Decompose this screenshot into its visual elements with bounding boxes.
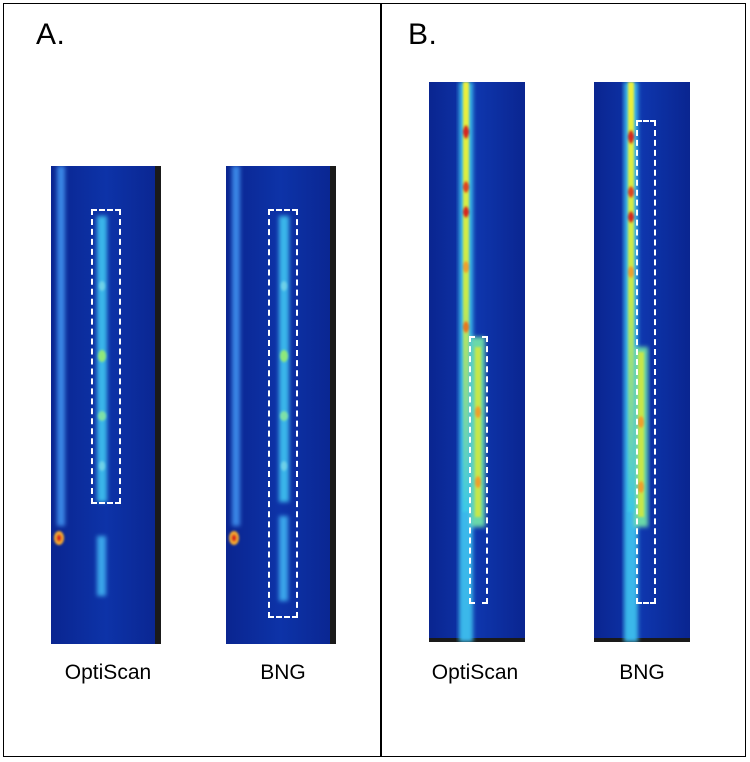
- panel-divider: [380, 3, 382, 757]
- panel-b-bng-image: [594, 82, 690, 642]
- panel-a-bng-highlight-box: [268, 209, 298, 618]
- panel-b-bng-highlight-box: [636, 120, 656, 604]
- panel-b-optiscan-highlight-box: [469, 336, 488, 604]
- panel-b-optiscan-image: [429, 82, 525, 642]
- panel-a-optiscan-caption: OptiScan: [64, 661, 152, 684]
- figure-frame: [3, 3, 746, 757]
- panel-b-optiscan-caption: OptiScan: [431, 661, 519, 684]
- panel-b-label: B.: [408, 18, 438, 51]
- panel-b-bng-caption: BNG: [619, 661, 665, 684]
- panel-a-optiscan-highlight-box: [91, 209, 121, 504]
- panel-a-bng-caption: BNG: [260, 661, 306, 684]
- panel-a-label: A.: [36, 18, 66, 51]
- panel-a-bng-image: [226, 166, 336, 644]
- panel-a-optiscan-image: [51, 166, 161, 644]
